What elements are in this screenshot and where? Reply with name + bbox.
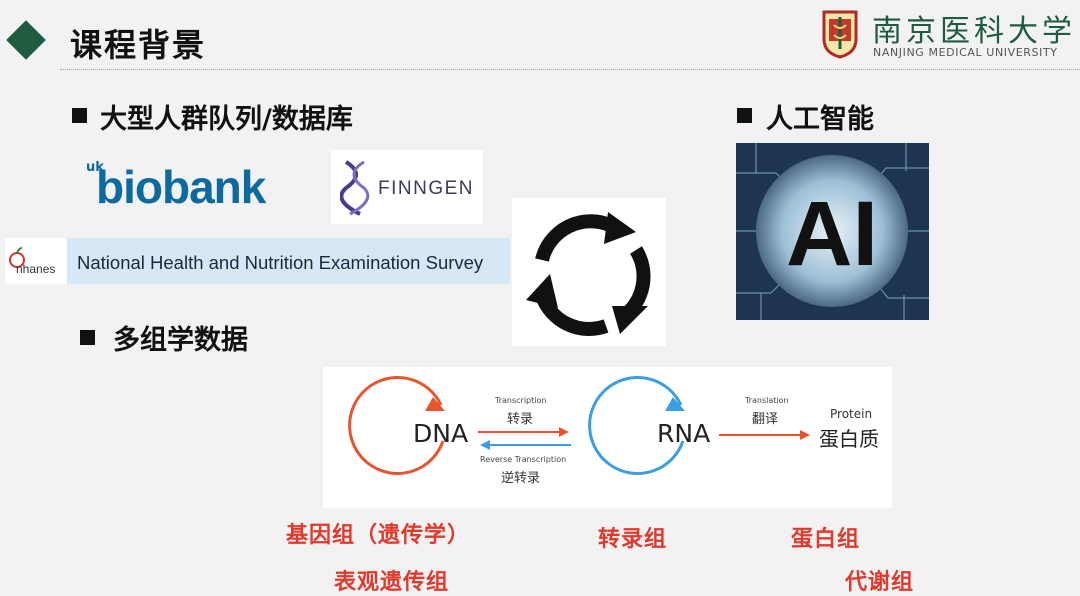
nhanes-full-name: National Health and Nutrition Examinatio… — [77, 252, 484, 273]
university-emblem-icon — [822, 10, 858, 59]
finngen-name: FINNGEN — [378, 178, 474, 199]
transcription-arrow-icon — [559, 427, 569, 437]
label-metabolome: 代谢组 — [845, 569, 915, 595]
square-bullet-icon — [72, 108, 87, 123]
dna-arrowhead-icon — [425, 397, 445, 411]
translation-arrow-icon — [800, 430, 810, 440]
heading-multi-omics: 多组学数据 — [113, 325, 248, 356]
reverse-transcription-en: Reverse Transcription — [480, 455, 567, 464]
transcription-en: Transcription — [495, 396, 547, 405]
rna-arc — [588, 376, 685, 475]
reverse-transcription-arrow-icon — [480, 440, 490, 450]
heading-cohort-databases: 大型人群队列/数据库 — [100, 104, 353, 135]
dna-helix-icon — [340, 160, 370, 216]
cycle-arrows-icon — [512, 198, 666, 346]
central-dogma-diagram: DNA RNA Transcription 转录 Reverse Transcr… — [323, 367, 892, 508]
apple-icon — [9, 247, 25, 268]
ukbiobank-logo: biobank — [96, 161, 266, 213]
ukbiobank-prefix: uk — [86, 160, 104, 175]
translation-cn: 翻译 — [752, 412, 779, 427]
reverse-transcription-cn: 逆转录 — [501, 471, 541, 486]
nhanes-logo — [5, 238, 67, 284]
transcription-cn: 转录 — [507, 412, 534, 427]
dna-replication-arc — [348, 376, 445, 475]
ai-image-text: AI — [786, 183, 878, 285]
square-bullet-icon — [80, 330, 95, 345]
ai-image: AI — [736, 143, 929, 320]
rna-label: RNA — [657, 419, 711, 448]
nhanes-logo-text: nhanes — [16, 262, 56, 276]
label-epigenome: 表观遗传组 — [334, 569, 450, 595]
university-name-en: NANJING MEDICAL UNIVERSITY — [873, 46, 1058, 59]
rna-arrowhead-icon — [665, 397, 685, 411]
university-name-cn: 南京医科大学 — [872, 14, 1076, 49]
label-genome: 基因组（遗传学） — [286, 522, 471, 548]
heading-ai: 人工智能 — [766, 104, 874, 135]
protein-en: Protein — [830, 407, 873, 421]
dna-label: DNA — [413, 419, 469, 448]
label-proteome: 蛋白组 — [791, 526, 861, 552]
title-divider — [60, 69, 1080, 70]
page-title: 课程背景 — [70, 26, 207, 64]
diamond-bullet-icon — [6, 20, 46, 60]
label-transcriptome: 转录组 — [598, 526, 668, 552]
square-bullet-icon — [737, 108, 752, 123]
nhanes-banner — [5, 238, 510, 284]
protein-cn: 蛋白质 — [819, 427, 879, 451]
translation-en: Translation — [745, 396, 789, 405]
